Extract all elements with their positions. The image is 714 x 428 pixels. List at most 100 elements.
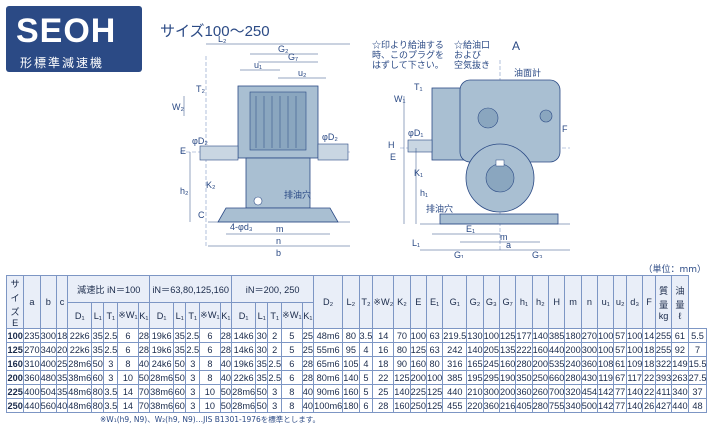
oil-plug-note-3: はずして下さい。 bbox=[372, 60, 444, 70]
dim-G1: G₁ bbox=[454, 250, 464, 258]
table-cell: 40 bbox=[301, 384, 315, 399]
dim-W2: W₂ bbox=[172, 102, 184, 112]
th-F: F bbox=[642, 275, 656, 329]
table-cell: 14 bbox=[117, 384, 139, 399]
th-L2: L₂ bbox=[342, 275, 360, 329]
table-cell: 25 bbox=[301, 342, 315, 357]
table-cell: 125 bbox=[393, 370, 411, 385]
table-cell: 454 bbox=[580, 384, 599, 399]
th-n: n bbox=[580, 275, 599, 329]
th-G3: G₃ bbox=[482, 275, 500, 329]
table-cell: 2.5 bbox=[185, 328, 201, 343]
th-b: b bbox=[39, 275, 57, 329]
table-cell: 14 bbox=[117, 398, 139, 413]
table-cell: 440 bbox=[671, 398, 689, 413]
table-cell: 140 bbox=[625, 398, 644, 413]
dim-C: C bbox=[198, 210, 205, 220]
dim-K1: K₁ bbox=[414, 168, 423, 178]
table-cell: 3 bbox=[185, 398, 201, 413]
table-cell: 80 bbox=[393, 342, 411, 357]
table-cell: 100 bbox=[625, 328, 644, 343]
table-cell: 50 bbox=[173, 356, 187, 371]
table-cell: 60 bbox=[173, 398, 187, 413]
table-cell: 6 bbox=[199, 342, 221, 357]
table-cell: 90m6 bbox=[313, 384, 344, 399]
table-cell: 280 bbox=[515, 356, 533, 371]
table-cell: 405 bbox=[515, 398, 533, 413]
table-cell: 5 bbox=[358, 384, 374, 399]
th-W1-c: ※W₁ bbox=[281, 302, 303, 329]
table-cell: 14k6 bbox=[231, 342, 257, 357]
table-cell: 6 bbox=[281, 356, 303, 371]
dim-a: a bbox=[506, 240, 511, 250]
table-cell: 200 bbox=[531, 356, 550, 371]
table-cell: 63 bbox=[425, 342, 444, 357]
table-cell: 80 bbox=[91, 384, 105, 399]
table-cell: 280 bbox=[564, 370, 582, 385]
table-cell: 61 bbox=[671, 328, 689, 343]
table-cell: 50 bbox=[219, 398, 233, 413]
table-cell: 140 bbox=[466, 342, 484, 357]
table-cell: 57 bbox=[613, 342, 627, 357]
table-cell: 260 bbox=[531, 384, 550, 399]
table-cell: 400 bbox=[39, 356, 57, 371]
dim-D1: φD₁ bbox=[408, 128, 423, 138]
table-cell: 700 bbox=[548, 384, 566, 399]
table-cell: 10 bbox=[199, 398, 221, 413]
table-cell: 50 bbox=[91, 356, 105, 371]
table-cell: 40 bbox=[137, 356, 151, 371]
label-A: A bbox=[512, 39, 520, 53]
dim-G2: G₂ bbox=[278, 44, 289, 54]
table-cell: 216 bbox=[498, 398, 517, 413]
dim-G7: G₇ bbox=[288, 52, 298, 62]
table-cell: 3 bbox=[103, 370, 119, 385]
table-cell: 48 bbox=[687, 398, 708, 413]
table-cell: 2.5 bbox=[103, 328, 119, 343]
table-cell: 2.5 bbox=[267, 356, 283, 371]
table-cell: 80 bbox=[425, 356, 444, 371]
th-G2: G₂ bbox=[466, 275, 484, 329]
table-cell: 117 bbox=[625, 370, 644, 385]
technical-drawing: L₂ G₂ G₇ u₁ u₂ T₂ W₂ E φD₂ φD₂ K₂ h₂ C m… bbox=[172, 36, 570, 258]
table-cell: 360 bbox=[482, 398, 500, 413]
table-cell: 180 bbox=[342, 398, 360, 413]
size-range: サイズ100～250 bbox=[160, 23, 270, 40]
table-cell: 18 bbox=[55, 328, 69, 343]
table-cell: 255 bbox=[654, 342, 673, 357]
table-cell: 50 bbox=[219, 384, 233, 399]
table-cell: 35 bbox=[255, 370, 269, 385]
dim-T2: T₂ bbox=[196, 84, 205, 94]
table-cell: 50 bbox=[255, 384, 269, 399]
th-W2: ※W₂ bbox=[372, 275, 395, 329]
table-cell: 3 bbox=[185, 356, 201, 371]
row-size-cell: 100 bbox=[5, 328, 25, 343]
th-ratio-63-160: iN＝63,80,125,160 bbox=[149, 274, 233, 304]
table-cell: 160 bbox=[498, 356, 517, 371]
table-cell: 30 bbox=[255, 328, 269, 343]
table-cell: 8 bbox=[117, 356, 139, 371]
table-cell: 63 bbox=[425, 328, 444, 343]
table-cell: 30 bbox=[255, 342, 269, 357]
oil-plug-note-2: 時、このプラグを bbox=[372, 49, 444, 60]
table-cell: 360 bbox=[580, 356, 599, 371]
table-cell: 160 bbox=[342, 384, 360, 399]
table-cell: 235 bbox=[23, 328, 41, 343]
table-cell: 340 bbox=[564, 398, 582, 413]
table-cell: 411 bbox=[654, 384, 673, 399]
table-cell: 100 bbox=[597, 328, 615, 343]
dim-W1: W₁ bbox=[394, 94, 406, 104]
th-L1-c: L₁ bbox=[255, 302, 269, 329]
row-size-cell: 200 bbox=[5, 370, 25, 385]
table-cell: 320 bbox=[564, 384, 582, 399]
table-cell: 360 bbox=[515, 384, 533, 399]
table-cell: 160 bbox=[393, 398, 411, 413]
table-cell: 48m6 bbox=[67, 398, 93, 413]
th-ratio-200-250: iN＝200, 250 bbox=[231, 274, 315, 304]
table-cell: 177 bbox=[515, 328, 533, 343]
table-cell: 295 bbox=[482, 370, 500, 385]
table-cell: 28 bbox=[301, 370, 315, 385]
table-cell: 28 bbox=[301, 356, 315, 371]
